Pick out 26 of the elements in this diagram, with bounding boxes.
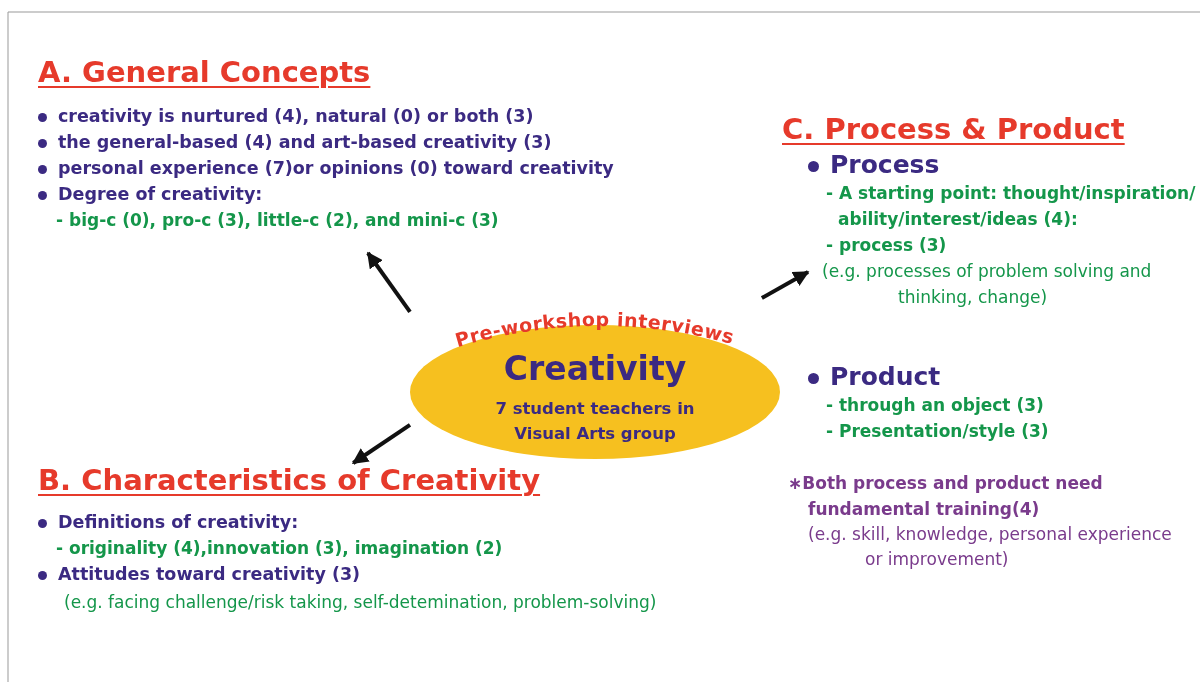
arrow [366, 251, 412, 314]
bullet-item: Definitions of creativity: [38, 509, 778, 535]
section-heading: A. General Concepts [38, 55, 372, 89]
section-heading: B. Characteristics of Creativity [38, 463, 542, 497]
subsection-heading: Product [808, 362, 1188, 392]
example-note: (e.g. processes of problem solving and thinking, change) [821, 260, 1153, 309]
bullet-item: Degree of creativity: [38, 181, 760, 207]
footnote: ∗Both process and product need fundamental training(4) [788, 472, 1104, 521]
arrow [760, 270, 810, 300]
sub-item: - originality (4),innovation (3), imagination (2) [55, 537, 504, 560]
bullet-item: personal experience (7)or opinions (0) toward creativity [38, 155, 760, 181]
sub-item: - Presentation/style (3) [825, 420, 1050, 443]
bullet-item: creativity is nurtured (4), natural (0) or both (3) [38, 103, 760, 129]
sub-item: - process (3) [825, 234, 948, 257]
center-subtitle: 7 student teachers in Visual Arts group [494, 398, 696, 445]
sub-item: - through an object (3) [825, 394, 1045, 417]
subsection-heading: Process [808, 150, 1196, 180]
section-heading: C. Process & Product [782, 112, 1126, 146]
bullet-item: the general-based (4) and art-based creativity (3) [38, 129, 760, 155]
arrow [351, 423, 412, 465]
example-note: (e.g. facing challenge/risk taking, self-detemination, problem-solving) [63, 591, 658, 614]
bullet-item: Attitudes toward creativity (3) [38, 561, 778, 587]
center-title: Creativity [502, 349, 688, 388]
sub-item: - A starting point: thought/inspiration/ability/interest/ideas (4): [825, 182, 1196, 231]
example-note: (e.g. skill, knowledge, personal experience or improvement) [807, 523, 1173, 571]
sub-item: - big-c (0), pro-c (3), little-c (2), and mini-c (3) [55, 209, 500, 232]
